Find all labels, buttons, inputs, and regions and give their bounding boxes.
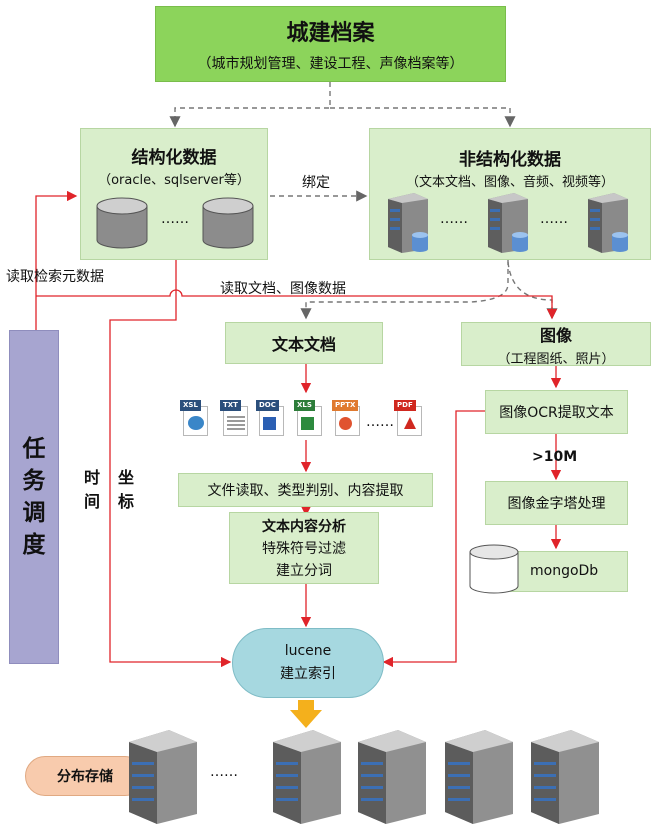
unstructured-data-title: 非结构化数据 (459, 150, 561, 170)
city-archive-box: 城建档案 （城市规划管理、建设工程、声像档案等） (155, 6, 506, 82)
xsl-file-icon: XSL (180, 400, 210, 436)
pdf-file-icon: PDF (394, 400, 424, 436)
structured-dots: …… (161, 211, 189, 227)
structured-data-box: 结构化数据 （oracle、sqlserver等） …… (80, 128, 268, 260)
text-doc-box: 文本文档 (225, 322, 383, 364)
unstructured-dots-2: …… (540, 211, 568, 227)
database-icon (469, 544, 519, 594)
image-title: 图像 (539, 325, 572, 345)
unstructured-data-box: 非结构化数据 （文本文档、图像、音频、视频等） …… …… (369, 128, 651, 260)
lucene-index-node: lucene 建立索引 (232, 628, 384, 698)
text-analysis-line-1: 特殊符号过滤 (262, 541, 346, 557)
index-label: 建立索引 (280, 666, 336, 682)
pyramid-box: 图像金字塔处理 (485, 481, 628, 525)
read-docs-label: 读取文档、图像数据 (220, 281, 346, 297)
doc-file-icon: DOC (256, 400, 286, 436)
image-subtitle: （工程图纸、照片） (497, 351, 615, 367)
pptx-file-icon: PPTX (332, 400, 362, 436)
unstructured-data-subtitle: （文本文档、图像、音频、视频等） (405, 175, 614, 190)
city-archive-title: 城建档案 (286, 21, 375, 46)
bind-label: 绑定 (302, 175, 330, 191)
structured-data-subtitle: （oracle、sqlserver等） (98, 173, 250, 188)
xls-file-icon: XLS (294, 400, 324, 436)
unstructured-dots-1: …… (440, 211, 468, 227)
server-db-icon (488, 193, 528, 253)
task-scheduling-bar: 任 务 调 度 (9, 330, 59, 664)
file-dots: …… (366, 414, 394, 430)
server-icon (358, 730, 426, 824)
pyramid-label: 图像金字塔处理 (507, 496, 606, 512)
server-db-icon (588, 193, 628, 253)
text-analysis-title: 文本内容分析 (262, 519, 346, 535)
down-arrow-icon (290, 700, 322, 728)
server-icon (445, 730, 513, 824)
server-icon (129, 730, 197, 824)
file-read-box: 文件读取、类型判别、内容提取 (178, 473, 433, 507)
coordinate-label: 坐标 (118, 468, 135, 511)
distributed-storage-label: 分布存储 (25, 756, 145, 796)
city-archive-subtitle: （城市规划管理、建设工程、声像档案等） (197, 56, 464, 72)
time-label: 时间 (84, 468, 101, 511)
read-meta-label: 读取检索元数据 (6, 269, 104, 285)
server-db-icon (388, 193, 428, 253)
lucene-label: lucene (284, 643, 332, 659)
txt-file-icon: TXT (220, 400, 250, 436)
mongodb-label: mongoDb (530, 563, 599, 579)
ocr-label: 图像OCR提取文本 (499, 405, 614, 421)
text-analysis-box: 文本内容分析 特殊符号过滤 建立分词 (229, 512, 379, 584)
ocr-box: 图像OCR提取文本 (485, 390, 628, 434)
text-doc-title: 文本文档 (271, 335, 336, 354)
image-box: 图像 （工程图纸、照片） (461, 322, 651, 367)
size-threshold-label: >10M (532, 449, 578, 465)
database-icon (202, 197, 254, 249)
storage-dots: …… (210, 764, 238, 780)
structured-data-title: 结构化数据 (131, 148, 217, 168)
server-icon (531, 730, 599, 824)
database-icon (96, 197, 148, 249)
text-analysis-line-2: 建立分词 (276, 563, 332, 579)
file-read-label: 文件读取、类型判别、内容提取 (207, 483, 404, 499)
server-icon (273, 730, 341, 824)
